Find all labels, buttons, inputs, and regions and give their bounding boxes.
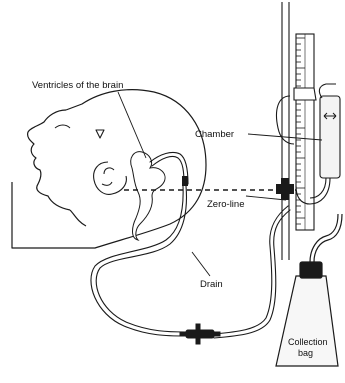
- label-chamber: Chamber: [195, 129, 234, 140]
- label-ventricles: Ventricles of the brain: [32, 80, 123, 91]
- patient-head: [12, 90, 206, 248]
- label-bag: bag: [298, 348, 313, 358]
- label-zero-line: Zero-line: [207, 199, 245, 210]
- brain-ventricles: [131, 152, 165, 240]
- drain-connector: [180, 324, 220, 344]
- stopcock: [276, 178, 294, 200]
- drain-tubing: [91, 152, 290, 338]
- label-collection: Collection: [288, 337, 328, 347]
- measurement-stand: [282, 2, 314, 260]
- label-drain: Drain: [200, 279, 223, 290]
